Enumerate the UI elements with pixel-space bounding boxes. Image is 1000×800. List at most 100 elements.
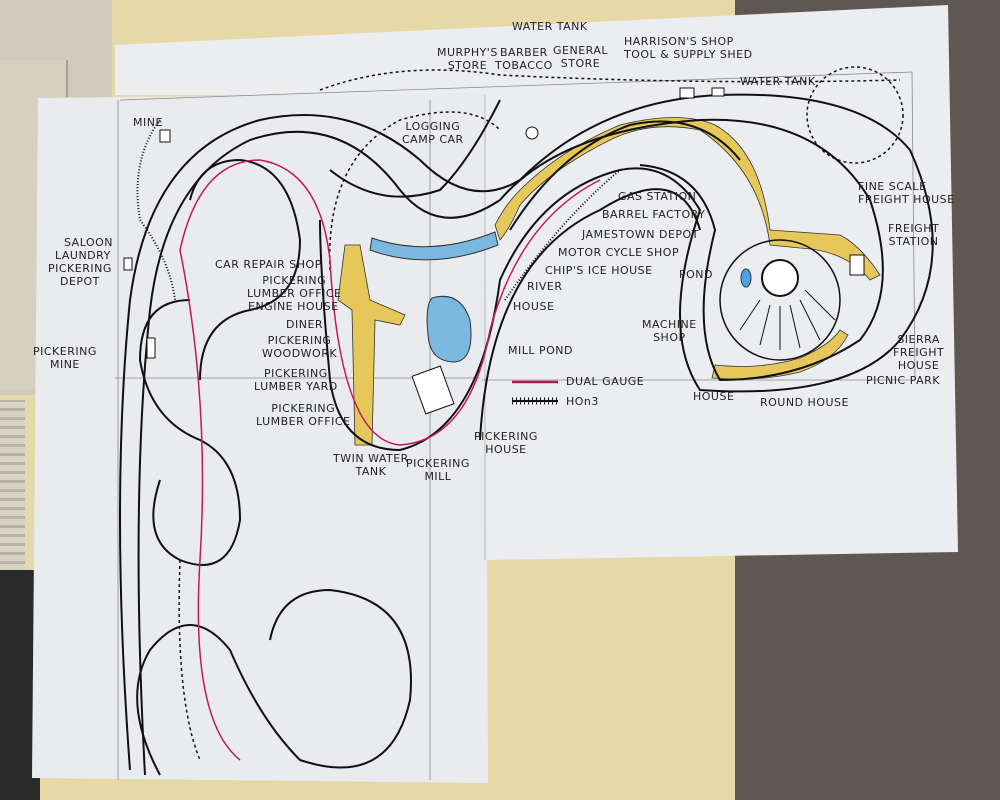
building-freight-station	[849, 254, 865, 276]
track-town-1	[479, 188, 701, 441]
building-mill	[411, 365, 455, 415]
label-line: STORE	[560, 57, 601, 70]
label-line: STORE	[447, 59, 488, 72]
label-line: PICKERING	[267, 334, 332, 347]
track-hidden-loop	[806, 66, 904, 164]
building-tool-shed	[711, 87, 725, 97]
road-pickering	[337, 244, 406, 446]
track-logging	[329, 99, 501, 198]
building-water-tank-top	[525, 126, 539, 140]
label-line: TOBACCO	[495, 59, 553, 72]
label-line: TOOL & SUPPLY SHED	[624, 48, 753, 61]
label-line: BARBER	[499, 46, 548, 59]
label-line: PICKERING	[33, 345, 97, 358]
label-line: DEPOT	[59, 275, 100, 288]
label-line: TWIN WATER	[333, 452, 409, 465]
river	[369, 231, 499, 261]
label-line: SHOP	[653, 331, 686, 344]
label-line: HOUSE	[897, 359, 940, 372]
label-line: CAMP CAR	[402, 133, 464, 146]
label-line: LUMBER OFFICE	[256, 415, 351, 428]
roundhouse-outline	[719, 239, 841, 361]
label-line: FREIGHT HOUSE	[858, 193, 955, 206]
label-picnic-park: PICNIC PARK	[866, 374, 941, 387]
label-saloon: SALOON	[64, 236, 113, 249]
paper-sheet-top	[115, 5, 958, 560]
label-line: HARRISON'S SHOP	[624, 35, 734, 48]
label-jamestown-depot: JAMESTOWN DEPOT	[582, 228, 699, 241]
label-line: STATION	[888, 235, 939, 248]
label-line: WOODWORK	[262, 347, 338, 360]
label-chips-ice-house: CHIP'S ICE HOUSE	[545, 264, 653, 277]
label-line: FREIGHT	[888, 222, 940, 235]
label-line: PICKERING	[48, 262, 112, 275]
label-line: PICKERING	[262, 274, 327, 287]
label-line: PICKERING	[263, 367, 328, 380]
label-line: LOGGING	[405, 120, 461, 133]
track-loop-mid	[189, 158, 302, 381]
label-house-right: HOUSE	[693, 390, 735, 403]
label-car-repair-shop: CAR REPAIR SHOP	[215, 258, 322, 271]
pond	[740, 268, 752, 288]
label-diner: DINER	[286, 318, 324, 331]
label-line: FINE SCALE	[858, 180, 927, 193]
label-house-center: HOUSE	[513, 300, 555, 313]
label-barrel-factory: BARREL FACTORY	[602, 208, 706, 221]
track-loop-bottom	[136, 588, 412, 776]
label-line: MURPHY'S	[437, 46, 498, 59]
label-mine: MINE	[133, 116, 163, 129]
label-line: PICKERING	[474, 430, 538, 443]
phone-cord	[0, 400, 25, 570]
label-line: HOUSE	[485, 443, 527, 456]
label-round-house: ROUND HOUSE	[760, 396, 849, 409]
label-mill-pond: MILL POND	[508, 344, 573, 357]
roundhouse-stalls	[739, 289, 836, 350]
label-line: PICKERING	[271, 402, 336, 415]
label-line: LUMBER YARD	[254, 380, 338, 393]
track-figure8	[138, 299, 242, 566]
label-water-tank-right: WATER TANK	[740, 75, 816, 88]
turntable	[761, 259, 799, 297]
mill-pond	[426, 295, 472, 363]
label-water-tank-top: WATER TANK	[512, 20, 588, 33]
building-pickering-depot	[123, 257, 133, 271]
track-hidden-3	[178, 559, 201, 761]
label-pond: POND	[679, 268, 713, 281]
label-line: PICKERING	[406, 457, 470, 470]
building-pickering-mine	[146, 337, 156, 359]
label-river: RIVER	[527, 280, 563, 293]
label-engine-house: ENGINE HOUSE	[248, 300, 339, 313]
benchwork-outline	[115, 71, 916, 780]
track-town-2	[509, 120, 741, 231]
label-line: GENERAL	[553, 44, 609, 57]
legend-hon3-label: HOn3	[566, 395, 599, 408]
track-hidden-1	[319, 69, 901, 91]
road-picnic	[711, 329, 849, 380]
label-line: MILL	[424, 470, 452, 483]
track-hidden-2	[328, 111, 501, 271]
legend-dual-gauge-label: DUAL GAUGE	[566, 375, 645, 388]
track-main-1	[119, 93, 934, 771]
building-mine	[159, 129, 171, 143]
label-line: LUMBER OFFICE	[247, 287, 342, 300]
label-line: MINE	[49, 358, 80, 371]
